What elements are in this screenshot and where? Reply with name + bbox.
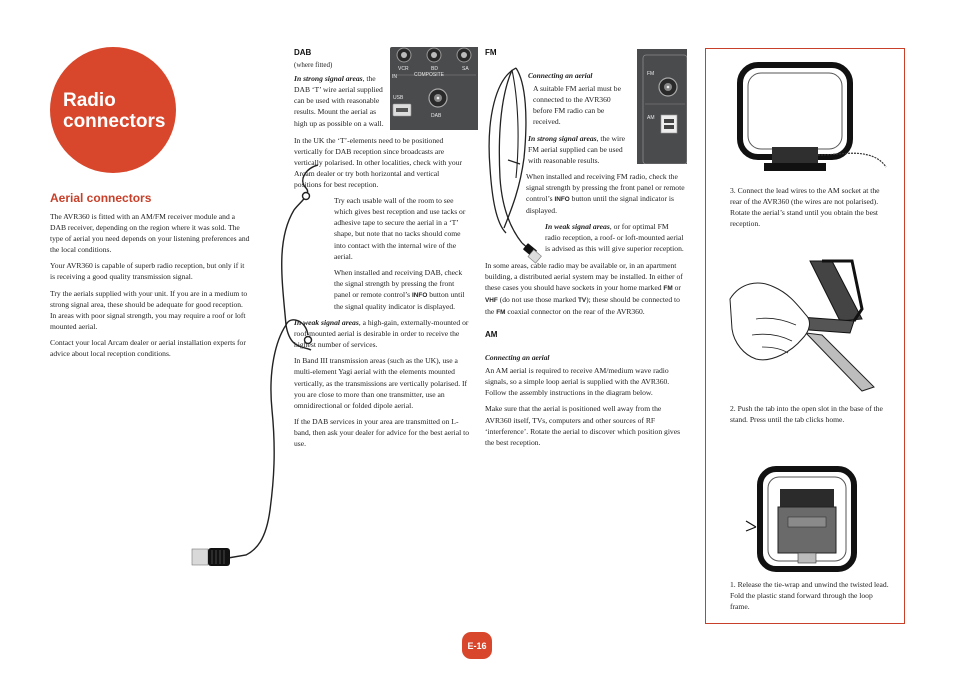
intro-paragraph: Your AVR360 is capable of superb radio r… — [50, 261, 245, 282]
fm-wire-aerial-illustration — [488, 67, 542, 264]
tv-key: TV — [577, 296, 587, 304]
fm-key-2: FM — [496, 308, 506, 316]
fm-key: FM — [663, 284, 673, 292]
fm-weak-paragraph: In weak signal areas, or for optimal FM … — [545, 221, 685, 254]
page-title-line-1: Radio — [63, 90, 116, 111]
section-title: Aerial connectors — [50, 191, 152, 205]
fm-connecting-paragraph: A suitable FM aerial must be connected t… — [533, 84, 621, 127]
dab-strong-label: In strong signal areas — [294, 74, 363, 84]
dab-band3-paragraph: In Band III transmission areas (such as … — [294, 356, 468, 410]
dab-weak-paragraph: In weak signal areas, a high-gain, exter… — [294, 317, 470, 350]
am-paragraph-1: An AM aerial is required to receive AM/m… — [485, 366, 670, 398]
fm-am-section: FM Connecting an aerial A suitable FM ae… — [485, 47, 685, 453]
fm-socket-label: FM — [647, 71, 655, 77]
am-heading: AM — [485, 329, 498, 339]
am-step-1: 1. Release the tie-wrap and unwind the t… — [730, 579, 890, 612]
dab-weak-label: In weak signal areas — [294, 318, 359, 328]
am-step-3-number: 3. — [730, 186, 736, 195]
dab-strong-paragraph: In strong signal areas, the DAB ‘T’ wire… — [294, 73, 384, 128]
title-disc — [50, 47, 176, 173]
intro-column: The AVR360 is fitted with an AM/FM recei… — [50, 211, 250, 364]
rca-sockets-icon — [392, 47, 476, 117]
am-loop-folded-illustration — [745, 466, 857, 572]
fm-cable-paragraph: In some areas, cable radio may be availa… — [485, 260, 685, 318]
dab-installed-text-a: When installed and receiving DAB, check … — [334, 267, 463, 299]
dab-t-aerial-illustration — [191, 164, 318, 566]
am-step-3-text: Connect the lead wires to the AM socket … — [730, 186, 880, 229]
dab-installed-paragraph: When installed and receiving DAB, check … — [294, 267, 470, 312]
intro-paragraph: The AVR360 is fitted with an AM/FM recei… — [50, 212, 250, 255]
dab-where-fitted: (where fitted) — [294, 61, 333, 70]
am-step-2-text: Push the tab into the open slot in the b… — [730, 404, 883, 425]
am-step-3: 3. Connect the lead wires to the AM sock… — [730, 185, 890, 229]
am-assembly-panel: 3. Connect the lead wires to the AM sock… — [705, 48, 905, 624]
page-number-badge: E-16 — [462, 632, 492, 659]
in-label: IN — [392, 74, 397, 80]
fm-installed-text-b: button until the signal indicator is dis… — [526, 194, 674, 216]
dab-info-key: INFO — [412, 291, 428, 299]
dab-weak-text: , a high-gain, externally-mounted or roo… — [294, 318, 469, 350]
composite-label: COMPOSITE — [414, 72, 445, 78]
am-step-1-text: Release the tie-wrap and unwind the twis… — [730, 580, 889, 612]
am-connecting-label: Connecting an aerial — [485, 353, 550, 363]
fm-cable-text-a: In some areas, cable radio may be availa… — [485, 260, 683, 292]
intro-paragraph: Contact your local Arcam dealer or aeria… — [50, 337, 246, 359]
fm-strong-paragraph: In strong signal areas, the wire FM aeri… — [528, 133, 628, 166]
fm-info-key: INFO — [554, 196, 570, 204]
fm-cable-text-c: ); these should be connected to the — [485, 294, 680, 316]
dab-installed-text-b: button until the signal quality indicato… — [334, 289, 465, 311]
usb-label: USB — [393, 95, 404, 101]
fm-heading: FM — [485, 48, 497, 57]
fm-cable-text-b: (do not use those marked — [499, 294, 577, 304]
am-step-2-number: 2. — [730, 404, 736, 413]
page-title-line-2: connectors — [63, 111, 166, 132]
sat-label: SA — [462, 66, 469, 72]
dab-strong-text: , the DAB ‘T’ wire aerial supplied can b… — [294, 74, 384, 128]
am-step-1-number: 1. — [730, 580, 736, 589]
dab-rear-panel-photo: VCR BD SA COMPOSITE IN USB DAB — [390, 47, 478, 130]
am-socket-label: AM — [647, 115, 655, 121]
vhf-key: VHF — [485, 296, 498, 304]
am-tab-insert-illustration — [729, 259, 875, 392]
dab-uk-paragraph: In the UK the ‘T’-elements need to be po… — [294, 135, 463, 190]
fm-connecting-label: Connecting an aerial — [528, 71, 593, 81]
intro-paragraph: Try the aerials supplied with your unit.… — [50, 288, 248, 331]
am-paragraph-2: Make sure that the aerial is positioned … — [485, 404, 681, 447]
bd-label: BD — [431, 66, 438, 72]
dab-try-paragraph: Try each usable wall of the room to see … — [334, 196, 466, 261]
fm-installed-text-a: When installed and receiving FM radio, c… — [526, 171, 685, 204]
fm-am-sockets-icon — [642, 54, 687, 164]
dab-section: DAB (where fitted) In strong signal area… — [294, 47, 470, 454]
fm-weak-label: In weak signal areas — [545, 222, 610, 232]
fm-cable-text-d: coaxial connector on the rear of the AVR… — [507, 306, 645, 316]
fm-or-text: or — [674, 282, 681, 292]
fm-weak-text: , or for optimal FM radio reception, a r… — [545, 222, 684, 254]
dab-lband-paragraph: If the DAB services in your area are tra… — [294, 416, 470, 448]
am-loop-connected-illustration — [737, 62, 887, 171]
fm-strong-label: In strong signal areas — [528, 133, 597, 143]
fm-am-rear-panel-photo: FM AM — [637, 49, 687, 164]
am-step-2: 2. Push the tab into the open slot in th… — [730, 403, 890, 425]
dab-socket-label: DAB — [431, 113, 442, 119]
page-title: Radio connectors — [63, 90, 165, 132]
vcr-label: VCR — [398, 66, 409, 72]
fm-strong-text: , the wire FM aerial supplied can be use… — [528, 133, 626, 165]
fm-installed-paragraph: When installed and receiving FM radio, c… — [526, 171, 685, 216]
dab-heading: DAB — [294, 48, 312, 57]
